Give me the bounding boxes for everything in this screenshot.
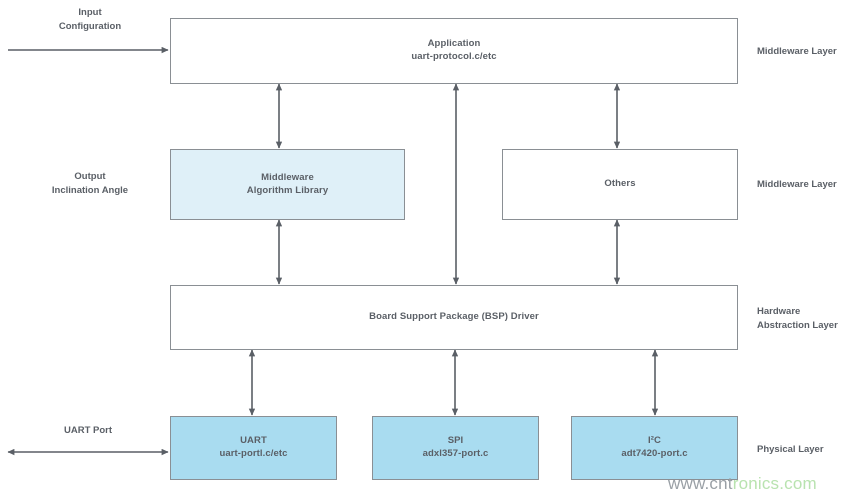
label-middleware-layer-top: Middleware Layer	[757, 45, 849, 59]
label-output-inclination-line1: Output	[74, 171, 106, 182]
box-uart-title: UART	[240, 435, 267, 447]
box-application-subtitle: uart-protocol.c/etc	[411, 51, 497, 62]
box-uart-subtitle: uart-portl.c/etc	[219, 448, 288, 459]
label-output-inclination-angle: Output Inclination Angle	[20, 170, 160, 198]
box-bsp-driver[interactable]: Board Support Package (BSP) Driver	[170, 285, 738, 350]
label-input-configuration-line2: Configuration	[58, 20, 122, 32]
box-middleware-title: Middleware	[261, 171, 314, 183]
label-uart-port: UART Port	[28, 424, 148, 438]
label-hardware-abstraction-layer: Hardware Abstraction Layer	[757, 305, 849, 333]
watermark-suffix: ronics.com	[732, 474, 817, 493]
box-i2c-title: I²C	[648, 435, 661, 447]
label-middleware-layer-top-line1: Middleware Layer	[757, 46, 837, 57]
label-physical-layer: Physical Layer	[757, 443, 849, 457]
label-hardware-abstraction-line1: Hardware	[757, 306, 801, 317]
label-middleware-layer-middle-line1: Middleware Layer	[757, 179, 837, 190]
label-physical-layer-line1: Physical Layer	[757, 444, 824, 455]
box-others[interactable]: Others	[502, 149, 738, 220]
box-middleware-subtitle: Algorithm Library	[246, 184, 329, 196]
label-middleware-layer-middle: Middleware Layer	[757, 178, 849, 192]
label-output-inclination-line2: Inclination Angle	[51, 184, 129, 196]
box-spi-subtitle: adxl357-port.c	[422, 448, 489, 459]
box-i2c[interactable]: I²C adt7420-port.c	[571, 416, 738, 480]
box-uart[interactable]: UART uart-portl.c/etc	[170, 416, 337, 480]
box-application-title: Application	[427, 38, 481, 50]
box-others-title: Others	[604, 178, 636, 190]
label-input-configuration-line1: Input	[78, 7, 102, 18]
box-spi-title: SPI	[447, 435, 464, 447]
label-uart-port-line1: UART Port	[63, 425, 113, 436]
label-hardware-abstraction-line2: Abstraction Layer	[757, 319, 838, 331]
box-spi[interactable]: SPI adxl357-port.c	[372, 416, 539, 480]
box-i2c-subtitle: adt7420-port.c	[621, 448, 688, 459]
label-input-configuration: Input Configuration	[30, 6, 150, 34]
watermark-prefix: www.cnt	[668, 474, 733, 493]
box-bsp-driver-title: Board Support Package (BSP) Driver	[369, 311, 539, 323]
box-application[interactable]: Application uart-protocol.c/etc	[170, 18, 738, 84]
box-middleware-algorithm-library[interactable]: Middleware Algorithm Library	[170, 149, 405, 220]
watermark: www.cntronics.com	[668, 474, 817, 494]
